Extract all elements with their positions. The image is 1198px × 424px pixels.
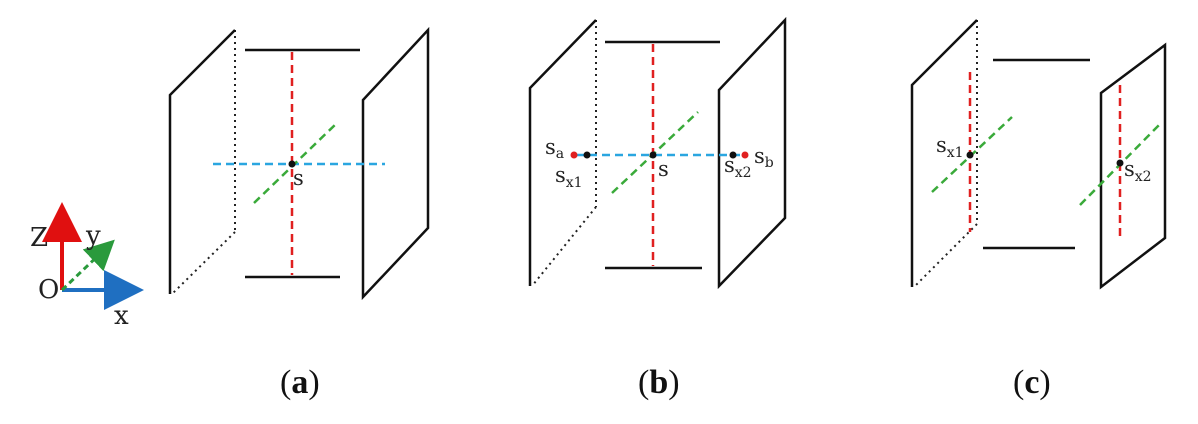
coordinate-axes: Z y O x	[30, 202, 144, 331]
point-sx2	[1116, 159, 1124, 167]
point-sa-label: sa	[545, 135, 564, 162]
y-axis-arrow	[60, 239, 115, 292]
point-sx1-label: sx1	[555, 163, 583, 191]
left-plane-bottom-edge	[531, 206, 597, 287]
right-plane	[717, 16, 787, 290]
panel-a: s (a)	[168, 26, 430, 401]
panel-b: sa sx1 s sx2 sb (b)	[528, 16, 787, 401]
point-sx2-label: sx2	[1124, 157, 1152, 185]
panel-c: sx1 sx2 (c)	[910, 19, 1167, 401]
origin-label: O	[38, 275, 59, 305]
left-plane	[168, 29, 236, 294]
x-axis-label: x	[114, 301, 129, 331]
point-s-label: s	[658, 157, 669, 181]
left-plane-bottom-edge	[171, 231, 236, 295]
point-s	[288, 160, 296, 168]
point-sx1	[966, 151, 974, 159]
point-s-label: s	[293, 166, 304, 190]
right-plane	[361, 26, 430, 301]
point-sa	[570, 151, 578, 159]
caption-a: (a)	[280, 364, 320, 401]
caption-c: (c)	[1013, 364, 1051, 401]
y-axis-label: y	[85, 221, 101, 251]
point-sx1-label: sx1	[936, 133, 964, 161]
point-sb	[741, 151, 749, 159]
point-sx1	[583, 151, 591, 159]
caption-b: (b)	[638, 364, 680, 401]
y-line-green	[253, 121, 339, 204]
point-s	[649, 151, 657, 159]
left-plane	[910, 19, 978, 287]
point-sb-label: sb	[754, 144, 774, 171]
point-sx2	[729, 151, 737, 159]
right-plane	[1099, 42, 1167, 290]
z-axis-label: Z	[30, 223, 48, 253]
left-plane-bottom-edge	[913, 223, 978, 288]
left-plane	[528, 19, 597, 286]
point-sx2-label: sx2	[724, 153, 752, 181]
